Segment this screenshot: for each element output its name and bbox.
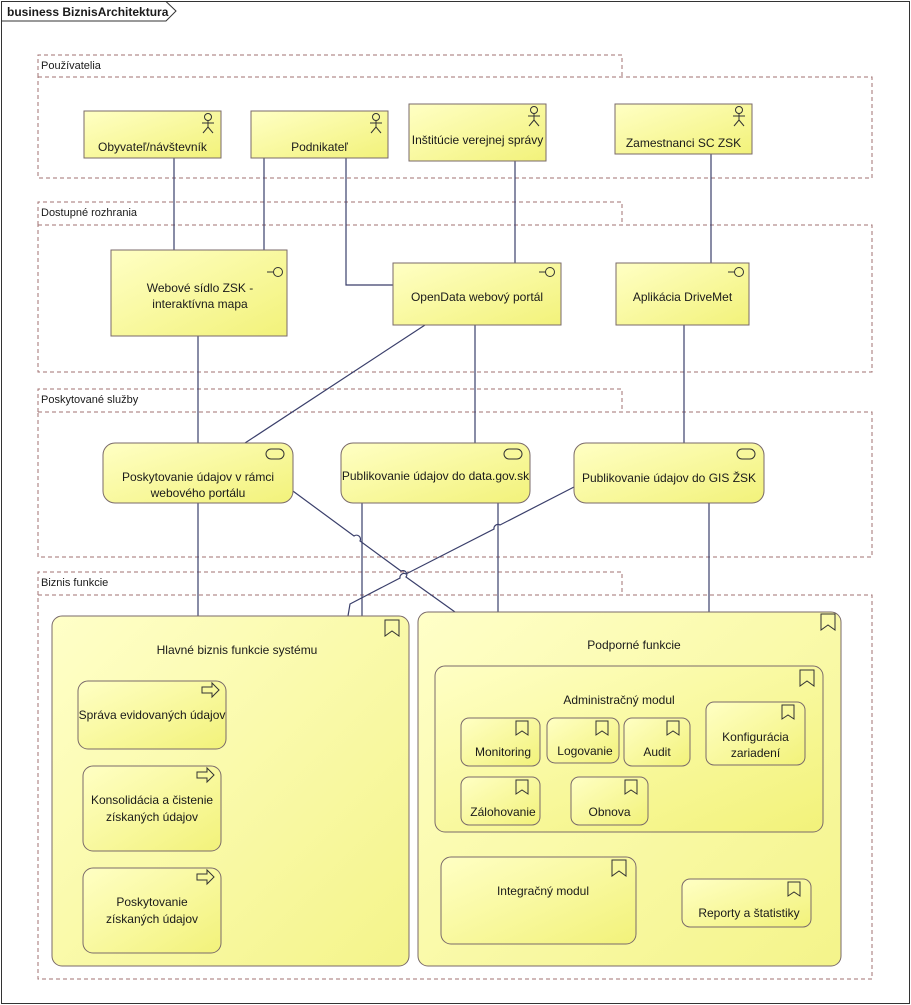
function-konfiguracia[interactable] xyxy=(705,701,806,766)
function-icon xyxy=(595,720,609,736)
actor-obyvatel[interactable] xyxy=(83,110,222,159)
function-icon xyxy=(515,720,529,736)
function-audit[interactable] xyxy=(623,717,691,767)
interface-label: Aplikácia DriveMet xyxy=(632,290,733,304)
administracny-modul-label: Administračný modul xyxy=(563,693,675,707)
actor-icon xyxy=(733,106,745,127)
process-poskytovanie-ziskanych[interactable] xyxy=(82,867,222,954)
group-label-poskytovane-sluzby: Poskytované služby xyxy=(41,394,139,406)
interface-icon xyxy=(728,267,744,277)
actor-zamestnanci[interactable] xyxy=(614,103,753,155)
group-label-biznis-funkcie: Biznis funkcie xyxy=(41,577,109,589)
function-monitoring[interactable] xyxy=(460,717,541,767)
function-icon xyxy=(624,779,638,795)
actor-icon xyxy=(528,106,540,127)
service-label: Poskytovanie údajov v rámci webového por… xyxy=(121,470,275,500)
function-icon xyxy=(515,779,529,795)
actor-institucie[interactable] xyxy=(408,103,547,162)
actor-icon xyxy=(370,113,382,134)
service-label: Publikovanie údajov do GIS ŽSK xyxy=(581,471,757,485)
group-label-dostupne-rozhrania: Dostupné rozhrania xyxy=(41,207,138,219)
function-icon xyxy=(799,669,815,687)
process-konsolidacia[interactable] xyxy=(82,765,222,852)
function-label: Monitoring xyxy=(474,745,532,759)
service-icon xyxy=(265,448,285,460)
function-hlavne-label: Hlavné biznis funkcie systému xyxy=(156,643,318,657)
function-icon xyxy=(787,881,801,897)
group-dostupne-rozhrania[interactable] xyxy=(37,201,873,373)
function-podporne-label: Podporné funkcie xyxy=(587,638,681,652)
process-icon xyxy=(201,681,220,699)
integracny-modul-label: Integračný modul xyxy=(496,884,590,898)
connector-service3-main xyxy=(347,486,575,617)
actor-label: Zamestnanci SC ZSK xyxy=(625,136,742,150)
function-icon xyxy=(666,720,680,736)
actor-label: Obyvateľ/návštevník xyxy=(98,140,207,154)
process-label: Konsolidácia a čistenie získaných údajov xyxy=(90,793,214,824)
actor-icon xyxy=(202,113,214,134)
service-poskytovanie[interactable] xyxy=(102,442,294,504)
interface-drivemet[interactable] xyxy=(615,262,750,326)
function-icon xyxy=(820,613,836,631)
interface-icon xyxy=(539,267,555,277)
function-integracny-modul[interactable] xyxy=(440,856,637,945)
diagram-title-tab xyxy=(1,1,177,22)
function-label: Audit xyxy=(643,745,671,759)
interface-icon xyxy=(267,267,283,277)
process-label: Poskytovanie získaných údajov xyxy=(105,895,199,926)
interface-label: Webové sídlo ZSK - interaktívna mapa xyxy=(146,281,254,311)
process-sprava[interactable] xyxy=(77,680,227,750)
function-label: Zálohovanie xyxy=(470,805,536,819)
service-label: Publikovanie údajov do data.gov.sk xyxy=(341,469,530,483)
function-label: Konfigurácia zariadení xyxy=(722,730,789,760)
service-publikovanie-datagov[interactable] xyxy=(340,442,531,504)
interface-webove-sidlo[interactable] xyxy=(110,249,288,337)
diagram-title: business BiznisArchitektura xyxy=(7,5,169,19)
group-pouzivatelia[interactable] xyxy=(37,54,873,179)
function-icon xyxy=(384,619,400,637)
function-reporty[interactable] xyxy=(681,878,812,928)
connector-actor2-opendata xyxy=(345,158,393,286)
function-icon xyxy=(611,859,627,877)
service-icon xyxy=(503,448,523,460)
connector-opendata-service1 xyxy=(244,324,426,444)
process-icon xyxy=(196,868,215,886)
reporty-label: Reporty a štatistiky xyxy=(698,906,800,920)
function-icon xyxy=(781,704,795,720)
group-label-pouzivatelia: Používatelia xyxy=(41,60,101,72)
process-label: Správa evidovaných údajov xyxy=(78,708,226,722)
group-poskytovane-sluzby[interactable] xyxy=(37,388,873,558)
connector-service1-support xyxy=(281,482,456,613)
function-obnova[interactable] xyxy=(570,776,649,826)
actor-label: Inštitúcie verejnej správy xyxy=(411,133,544,147)
interface-label: OpenData webový portál xyxy=(410,290,544,304)
function-label: Logovanie xyxy=(557,744,613,758)
actor-podnikatel[interactable] xyxy=(250,110,389,159)
actor-label: Podnikateľ xyxy=(291,140,348,154)
process-icon xyxy=(196,766,215,784)
function-zalohovanie[interactable] xyxy=(460,776,541,826)
function-label: Obnova xyxy=(588,805,631,819)
connectors xyxy=(173,154,712,617)
group-biznis-funkcie[interactable] xyxy=(37,571,873,980)
interface-opendata[interactable] xyxy=(392,262,562,326)
service-icon xyxy=(736,448,756,460)
service-publikovanie-gis[interactable] xyxy=(573,442,765,504)
function-logovanie[interactable] xyxy=(546,717,620,764)
